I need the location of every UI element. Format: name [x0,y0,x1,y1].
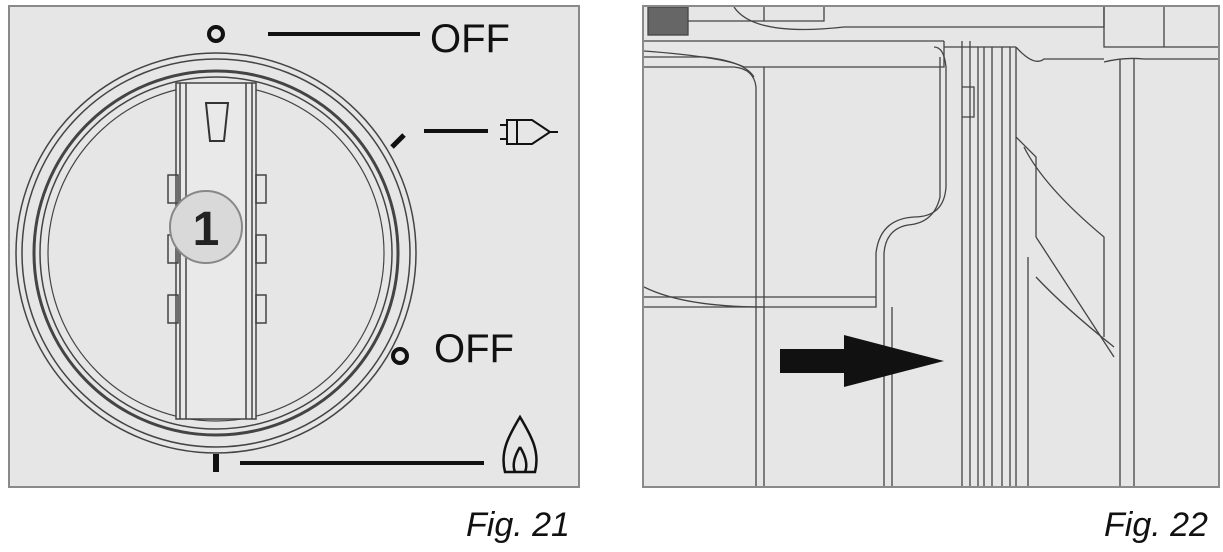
off-bottom-marker-circle [391,347,409,365]
callout-1: 1 [169,190,243,264]
arrow-right-icon [780,335,944,387]
plug-tick [390,133,406,149]
off-top-marker-circle [207,25,225,43]
fig21-knob-panel: 1 OFF OFF [8,5,580,488]
knob-diagram: 1 [15,25,558,474]
bin-icon [204,102,230,142]
detail-drawing [644,7,1218,486]
fig22-caption: Fig. 22 [1104,506,1208,544]
callout-number: 1 [193,203,220,256]
plug-icon [500,119,558,145]
fig22-detail-panel [642,5,1220,488]
corner-block [647,7,689,36]
flame-icon [502,414,538,474]
off-top-label: OFF [430,17,510,61]
fig21-caption: Fig. 21 [466,506,570,544]
off-bottom-label: OFF [434,327,514,371]
